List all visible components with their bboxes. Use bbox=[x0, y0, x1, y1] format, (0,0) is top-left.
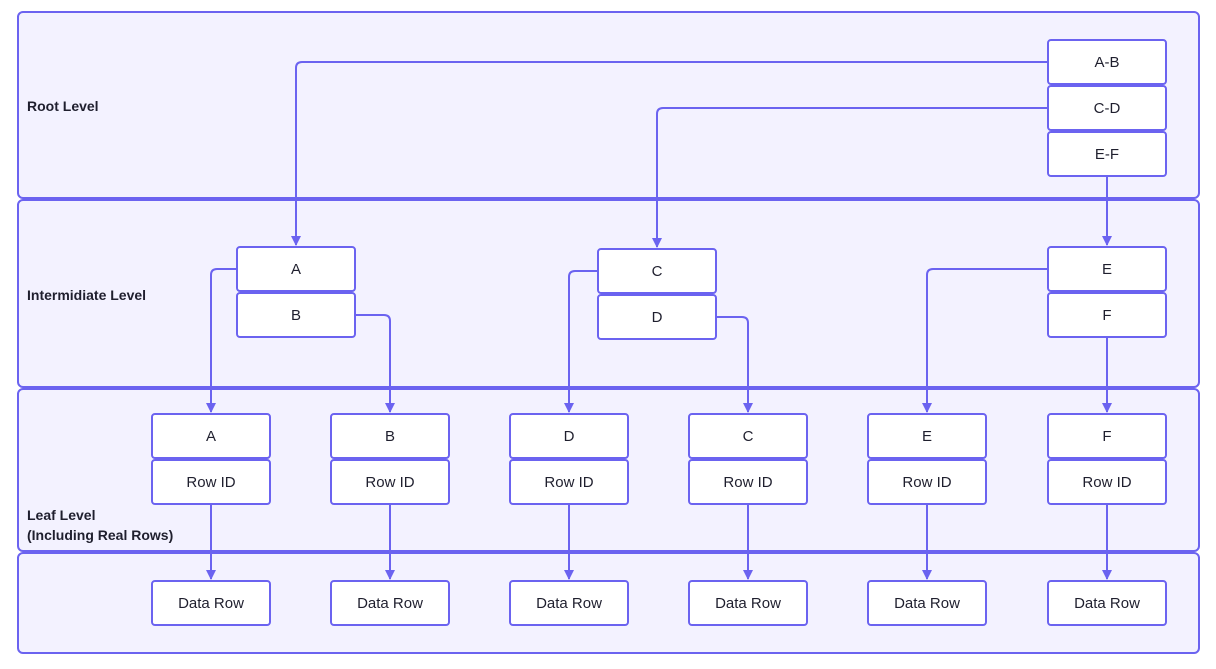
leaf-row-id-c: Row ID bbox=[688, 459, 808, 505]
data-row-e: Data Row bbox=[867, 580, 987, 626]
leaf-row-id-e: Row ID bbox=[867, 459, 987, 505]
intermediate-node-c: C bbox=[597, 248, 717, 294]
leaf-key-a: A bbox=[151, 413, 271, 459]
root-node-e-f: E-F bbox=[1047, 131, 1167, 177]
leaf-level-label: Leaf Level (Including Real Rows) bbox=[27, 507, 174, 543]
root-node-a-b: A-B bbox=[1047, 39, 1167, 85]
leaf-row-id-f: Row ID bbox=[1047, 459, 1167, 505]
intermediate-node-a: A bbox=[236, 246, 356, 292]
root-level-label: Root Level bbox=[27, 98, 99, 114]
data-row-d: Data Row bbox=[509, 580, 629, 626]
root-node-c-d: C-D bbox=[1047, 85, 1167, 131]
leaf-row-id-d: Row ID bbox=[509, 459, 629, 505]
leaf-key-e: E bbox=[867, 413, 987, 459]
leaf-key-d: D bbox=[509, 413, 629, 459]
leaf-key-f: F bbox=[1047, 413, 1167, 459]
leaf-row-id-b: Row ID bbox=[330, 459, 450, 505]
data-row-a: Data Row bbox=[151, 580, 271, 626]
data-row-b: Data Row bbox=[330, 580, 450, 626]
intermediate-node-f: F bbox=[1047, 292, 1167, 338]
intermediate-level-label: Intermidiate Level bbox=[27, 287, 147, 303]
root-level-band: Root Level bbox=[17, 11, 1200, 199]
intermediate-node-d: D bbox=[597, 294, 717, 340]
leaf-row-id-a: Row ID bbox=[151, 459, 271, 505]
data-row-f: Data Row bbox=[1047, 580, 1167, 626]
intermediate-node-e: E bbox=[1047, 246, 1167, 292]
leaf-key-c: C bbox=[688, 413, 808, 459]
data-row-c: Data Row bbox=[688, 580, 808, 626]
intermediate-node-b: B bbox=[236, 292, 356, 338]
leaf-key-b: B bbox=[330, 413, 450, 459]
